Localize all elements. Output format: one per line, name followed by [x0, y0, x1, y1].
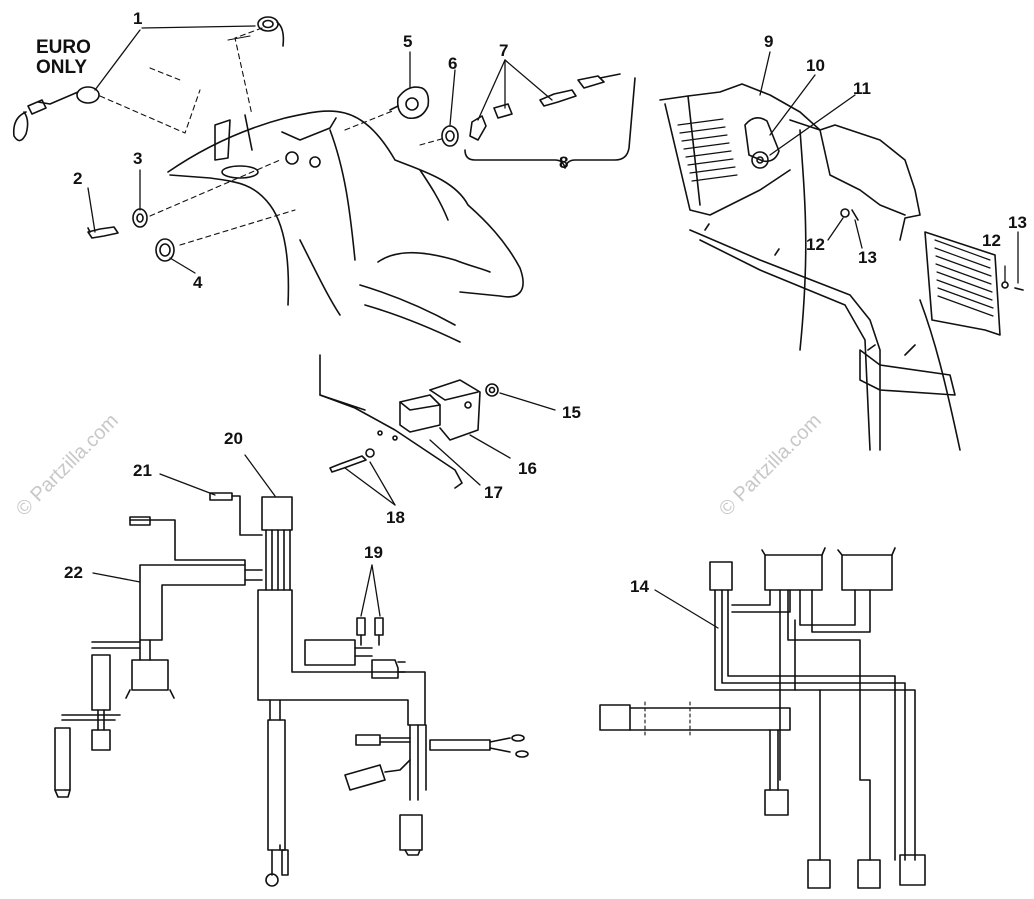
small-parts-2-3-4: [87, 159, 296, 262]
callout-14: 14: [630, 577, 649, 596]
callout-6: 6: [448, 54, 458, 73]
wiring-harness-14: [599, 547, 926, 889]
callout-19: 19: [364, 543, 383, 562]
cowl-panel: [167, 110, 524, 343]
wiring-harness-main: [54, 492, 529, 887]
key-switch-assembly: [12, 16, 285, 142]
callout-9: 9: [764, 32, 774, 51]
callout-17: 17: [484, 483, 503, 502]
callout-2: 2: [73, 169, 83, 188]
callout-16: 16: [518, 459, 537, 478]
callout-10: 10: [806, 56, 825, 75]
callout-11: 11: [853, 79, 871, 98]
callout-13-second: 13: [858, 248, 877, 267]
callout-13: 13: [1008, 213, 1027, 232]
euro-note-line1: EURO: [36, 37, 91, 58]
callout-7: 7: [499, 41, 509, 60]
callout-22: 22: [64, 563, 83, 582]
callout-15: 15: [562, 403, 581, 422]
euro-only-note: EURO ONLY: [36, 38, 91, 78]
callout-8: 8: [559, 153, 569, 172]
callout-3: 3: [133, 149, 143, 168]
callout-leaders: [87, 25, 1019, 629]
callout-12: 12: [806, 235, 825, 254]
callout-18: 18: [386, 508, 405, 527]
callout-1: 1: [133, 9, 143, 28]
callout-12-second: 12: [982, 231, 1001, 250]
parts-5-to-8: [344, 73, 636, 169]
parts-15-to-18: [319, 354, 499, 489]
callout-21: 21: [133, 461, 152, 480]
callout-5: 5: [403, 32, 413, 51]
parts-9-to-13: [659, 83, 1024, 451]
euro-note-line2: ONLY: [36, 56, 88, 78]
callout-20: 20: [224, 429, 243, 448]
callout-4: 4: [193, 273, 203, 292]
